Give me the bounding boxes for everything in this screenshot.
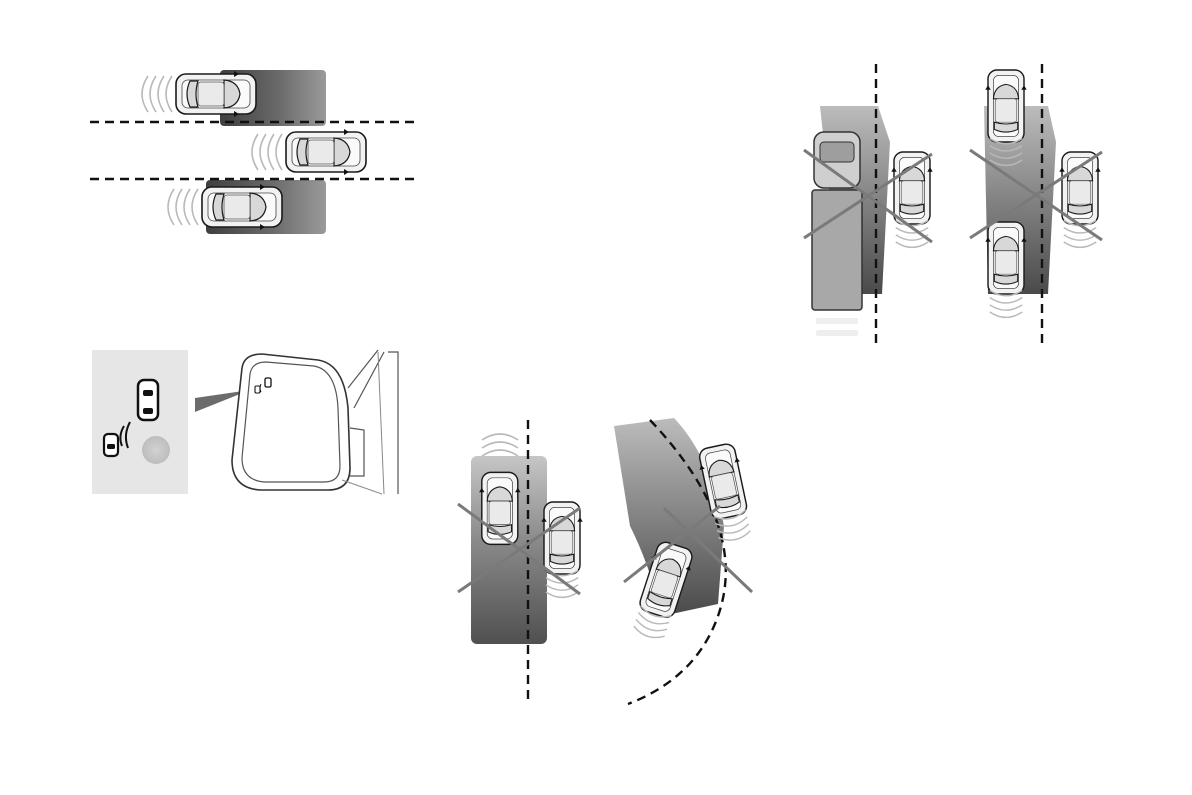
not-detected-roadside-diagram [440, 416, 600, 706]
car-icon [252, 129, 366, 175]
car-icon [142, 71, 256, 117]
car-icon [541, 502, 582, 597]
car-icon [168, 184, 282, 230]
not-detected-truck-diagram [800, 62, 1110, 352]
mirror-indicator-diagram [92, 348, 412, 498]
car-icon [479, 434, 520, 544]
car-icon [985, 222, 1026, 317]
indicator-inset [92, 350, 188, 494]
lane-change-diagram [88, 62, 418, 247]
not-detected-curve-diagram [600, 416, 780, 706]
side-mirror [232, 350, 398, 494]
indicator-lamp [142, 436, 170, 464]
